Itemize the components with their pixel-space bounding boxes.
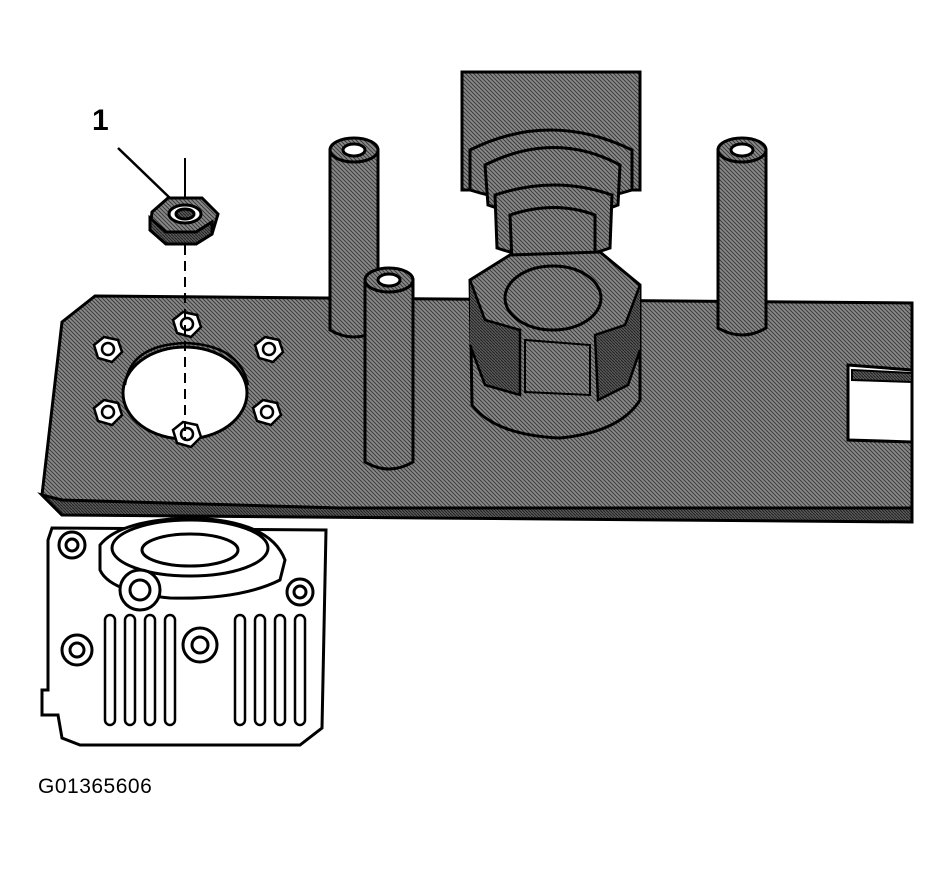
callout-number-1: 1 xyxy=(92,104,109,137)
figure-id: G01365606 xyxy=(38,775,153,798)
guide-posts xyxy=(328,136,768,471)
hex-nut xyxy=(148,196,220,246)
bolt xyxy=(253,335,285,364)
guide-post xyxy=(716,136,768,337)
bolt xyxy=(251,398,283,427)
bolt xyxy=(171,310,203,339)
press-socket xyxy=(468,250,642,440)
bolt xyxy=(171,420,203,449)
housing-fins xyxy=(103,613,307,727)
bolt xyxy=(92,335,124,364)
press-cylinder xyxy=(460,70,642,270)
bolt xyxy=(92,398,124,427)
callout-leader xyxy=(117,147,173,201)
guide-post xyxy=(363,266,415,471)
plate-bolts xyxy=(92,310,285,449)
